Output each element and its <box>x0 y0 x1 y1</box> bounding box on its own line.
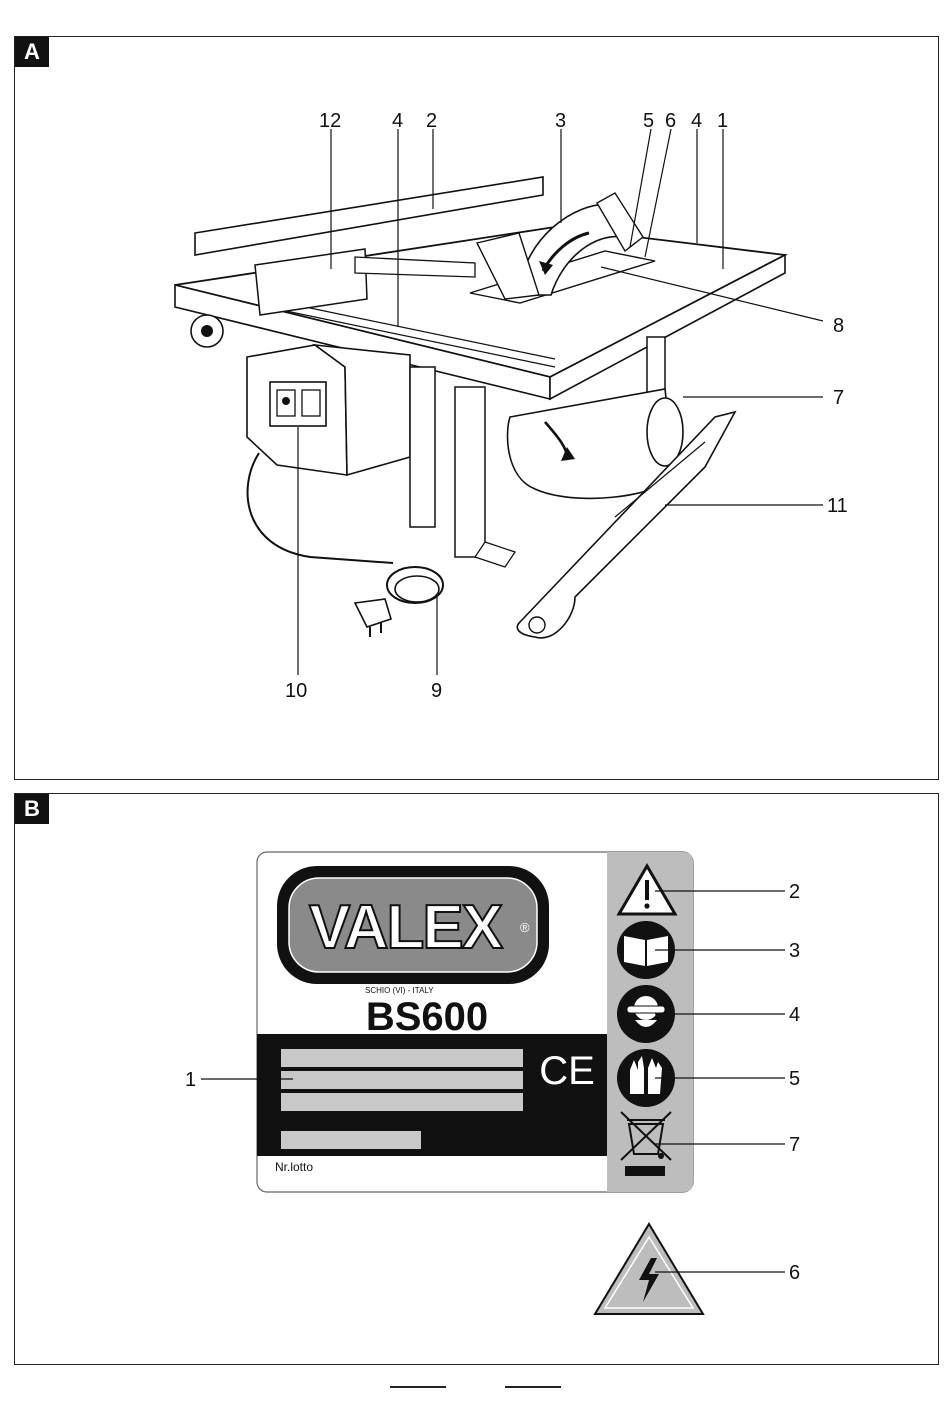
callout-b-4: 4 <box>789 1004 800 1026</box>
switch-housing <box>247 345 410 475</box>
callout-3: 3 <box>555 110 566 132</box>
callout-b-1: 1 <box>185 1069 196 1091</box>
callout-b-7: 7 <box>789 1134 800 1156</box>
registered-mark: ® <box>520 920 530 935</box>
electric-hazard-icon <box>595 1224 703 1314</box>
figure-panel-b: B VALEX ® SCHIO (VI) - ITALY BS600 CE Nr… <box>14 793 939 1365</box>
data-field-1 <box>281 1049 523 1067</box>
callout-4-top-right: 4 <box>691 110 702 132</box>
callout-4-top-left: 4 <box>392 110 403 132</box>
brand-logo-text: VALEX <box>309 893 503 962</box>
data-field-lot <box>281 1131 421 1149</box>
footer-rule-right <box>505 1386 561 1388</box>
data-field-2 <box>281 1071 523 1089</box>
callout-10: 10 <box>285 680 307 702</box>
callout-b-2: 2 <box>789 881 800 903</box>
callout-11: 11 <box>827 495 848 517</box>
callout-6: 6 <box>665 110 676 132</box>
data-field-3 <box>281 1093 523 1111</box>
callout-b-3: 3 <box>789 940 800 962</box>
callout-8: 8 <box>833 315 844 337</box>
callout-1: 1 <box>717 110 728 132</box>
model-name: BS600 <box>366 995 488 1039</box>
origin-text: SCHIO (VI) - ITALY <box>365 986 434 995</box>
locking-knob-icon <box>191 315 223 347</box>
lot-number-label: Nr.lotto <box>275 1160 313 1174</box>
ce-mark: CE <box>539 1049 595 1093</box>
figure-panel-a: A <box>14 36 939 780</box>
callout-9: 9 <box>431 680 442 702</box>
table-saw-illustration: 12 4 2 3 5 6 4 1 8 7 11 10 9 <box>15 37 940 781</box>
callout-5: 5 <box>643 110 654 132</box>
callout-12: 12 <box>319 110 341 132</box>
callout-b-5: 5 <box>789 1068 800 1090</box>
callout-b-6: 6 <box>789 1262 800 1284</box>
callout-2: 2 <box>426 110 437 132</box>
footer-rule-left <box>390 1386 446 1388</box>
callout-7: 7 <box>833 387 844 409</box>
rating-plate-illustration: VALEX ® SCHIO (VI) - ITALY BS600 CE Nr.l… <box>15 794 940 1366</box>
